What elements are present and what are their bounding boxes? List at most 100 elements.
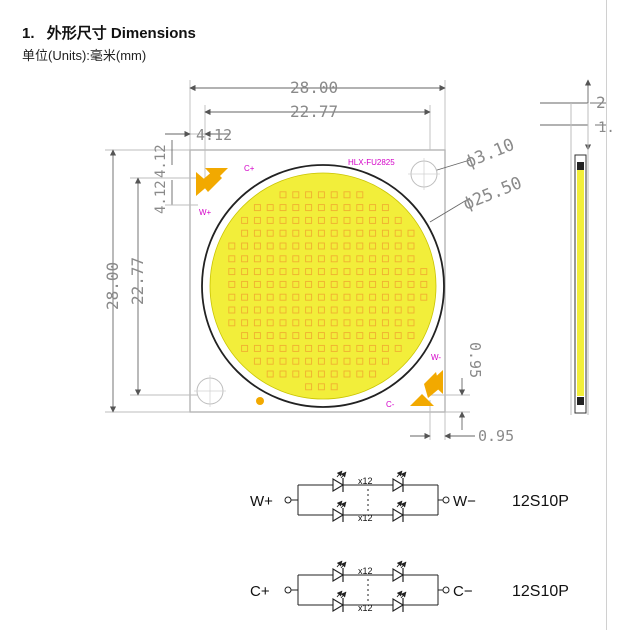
led-chip (253, 332, 261, 340)
led-chip (241, 293, 249, 301)
led-chip (394, 306, 402, 314)
led-chip (305, 357, 313, 365)
led-chip (305, 216, 313, 224)
led-chip (343, 293, 351, 301)
led-chip (305, 268, 313, 276)
led-chip (407, 293, 415, 301)
dim-hole-diameter: ϕ3.10 (462, 135, 517, 173)
led-chip (394, 268, 402, 276)
led-chip (305, 229, 313, 237)
led-chip (343, 280, 351, 288)
led-chip (305, 306, 313, 314)
led-chip (305, 255, 313, 263)
led-chip (317, 191, 325, 199)
led-chip (369, 293, 377, 301)
led-chip (253, 216, 261, 224)
led-chip (330, 242, 338, 250)
led-chip (394, 242, 402, 250)
dim-width-outer: 28.00 (290, 78, 338, 97)
led-chip (279, 306, 287, 314)
led-chip (241, 229, 249, 237)
led-chip (330, 383, 338, 391)
series-count-bottom: x12 (358, 513, 373, 523)
circuit-left-terminal: C+ (250, 583, 270, 600)
dim-height-outer: 28.00 (103, 262, 122, 310)
section-title-en: Dimensions (110, 25, 196, 42)
led-diode-symbol (332, 508, 345, 522)
led-chip (228, 319, 236, 327)
led-chip (394, 344, 402, 352)
series-count-bottom: x12 (358, 603, 373, 613)
dim-side-top: 2 (596, 93, 606, 112)
led-chip (228, 255, 236, 263)
led-chip (330, 268, 338, 276)
led-chip (317, 293, 325, 301)
led-chip (279, 268, 287, 276)
led-chip (343, 370, 351, 378)
led-chip (266, 306, 274, 314)
led-chip (266, 332, 274, 340)
led-chip (317, 268, 325, 276)
led-chip (228, 280, 236, 288)
led-chip (266, 370, 274, 378)
led-chip (330, 332, 338, 340)
led-chip (228, 306, 236, 314)
led-diode-symbol (392, 508, 405, 522)
led-chip (343, 242, 351, 250)
led-chip (330, 293, 338, 301)
led-chip (394, 216, 402, 224)
led-chip (317, 383, 325, 391)
units-note: 单位(Units):毫米(mm) (22, 48, 147, 63)
led-chip (305, 293, 313, 301)
led-chip (305, 242, 313, 250)
led-diode-symbol (392, 478, 405, 492)
led-chip (317, 242, 325, 250)
led-chip (305, 319, 313, 327)
led-chip (317, 370, 325, 378)
led-chip (253, 229, 261, 237)
dim-bottom-edge: 0.95 (478, 427, 514, 445)
led-chip (241, 242, 249, 250)
led-chip (279, 255, 287, 263)
led-chip (330, 370, 338, 378)
led-chip (266, 216, 274, 224)
led-chip (330, 357, 338, 365)
led-chip (407, 280, 415, 288)
led-chip (369, 204, 377, 212)
dim-corner-vertical-lower: 4.12 (153, 180, 169, 214)
led-chip (292, 293, 300, 301)
emitter-phosphor (209, 172, 437, 400)
led-chip (420, 280, 428, 288)
led-chip (317, 204, 325, 212)
dim-height-inner: 22.77 (128, 257, 147, 305)
led-chip (228, 268, 236, 276)
led-chip (369, 344, 377, 352)
led-chip (266, 319, 274, 327)
led-chip (266, 242, 274, 250)
circuit-left-terminal: W+ (250, 493, 273, 510)
led-chip (394, 332, 402, 340)
pad-label-w-minus: W- (431, 353, 441, 362)
led-chip (343, 191, 351, 199)
led-chip (292, 216, 300, 224)
led-chip (407, 242, 415, 250)
led-chip (241, 216, 249, 224)
led-chip (369, 255, 377, 263)
led-chip (292, 332, 300, 340)
led-chip (253, 357, 261, 365)
led-chip (381, 293, 389, 301)
led-chip (330, 204, 338, 212)
circuit-right-terminal: C− (453, 583, 473, 600)
led-chip (407, 319, 415, 327)
led-chip (292, 370, 300, 378)
led-chip (343, 268, 351, 276)
series-count-top: x12 (358, 476, 373, 486)
led-diode-symbol (392, 568, 405, 582)
led-chip (292, 319, 300, 327)
led-chip (292, 204, 300, 212)
dim-right-edge: 0.95 (466, 342, 484, 378)
led-chip (369, 306, 377, 314)
led-chip (241, 268, 249, 276)
led-chip (253, 204, 261, 212)
led-chip (330, 306, 338, 314)
